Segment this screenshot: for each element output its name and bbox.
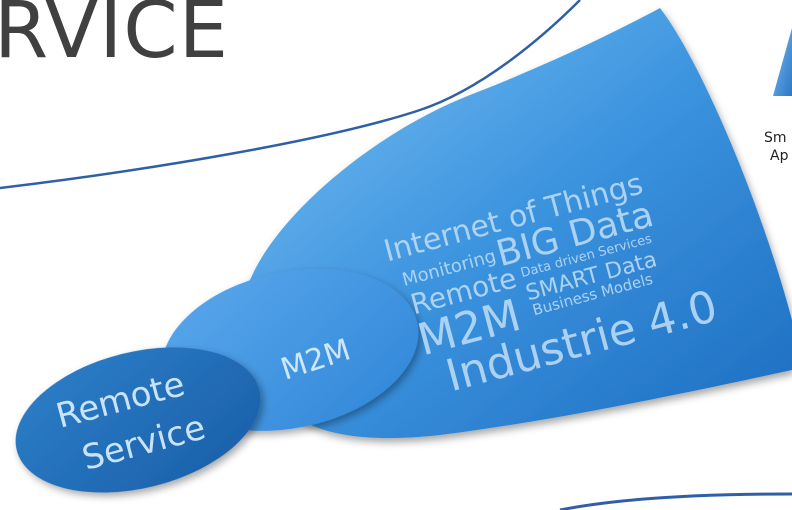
page-title: RVICE bbox=[0, 0, 230, 76]
app-icon bbox=[773, 28, 792, 96]
top-divider-curve bbox=[0, 0, 581, 190]
remote-service-blob bbox=[15, 347, 261, 493]
bottom-divider-curve bbox=[559, 492, 792, 510]
side-label-line-2: Ap bbox=[770, 148, 789, 164]
word-cloud: Internet of Things Monitoring BIG Data R… bbox=[380, 167, 722, 403]
side-label-line-1: Sm bbox=[764, 130, 787, 146]
